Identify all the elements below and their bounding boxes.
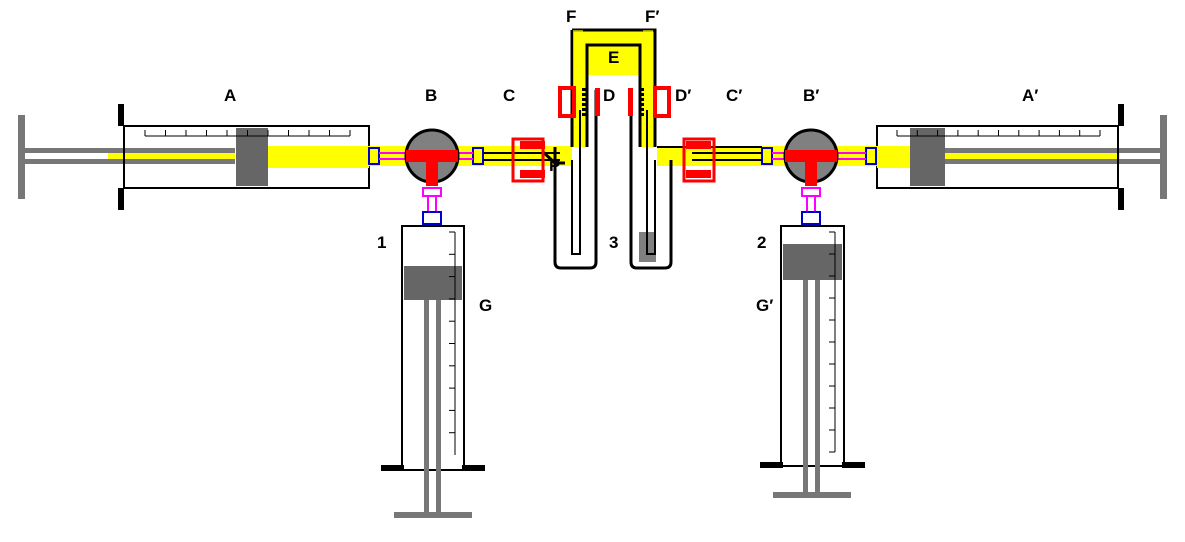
- label-c-prime: C′: [726, 86, 742, 105]
- labels: A B C D D′ C′ B′ A′ F F′ E P 1 3 2 G G′: [224, 7, 1038, 315]
- syringe-a-flange-top: [118, 104, 124, 126]
- valve-b-prime: [783, 128, 839, 225]
- syringe-a-rod-top: [25, 148, 235, 153]
- syringe-a-rod-fluid: [108, 153, 235, 159]
- syringe-a-fluid: [236, 146, 369, 168]
- a-to-b-connector: [368, 147, 380, 165]
- clamp-c-prime-top: [686, 141, 711, 149]
- valve-b-tube: [422, 187, 442, 197]
- clamp-d-right: [595, 88, 600, 116]
- right-connection: [657, 146, 877, 166]
- syringe-a-prime-plunger: [910, 128, 945, 186]
- label-a: A: [224, 86, 236, 105]
- syringe-g-prime-flange-left: [760, 462, 783, 468]
- valve-b: [404, 128, 460, 225]
- syringe-a-prime: [876, 104, 1167, 210]
- b-to-c-connector: [472, 147, 484, 165]
- label-c: C: [503, 86, 515, 105]
- syringe-g-prime-rod-left: [803, 280, 808, 492]
- syringe-g-prime-flange-right: [842, 462, 865, 468]
- left-test-tube-outer: [553, 90, 598, 270]
- syringe-a-prime-rod-bottom: [940, 159, 1160, 164]
- syringe-g-flange-left: [381, 465, 404, 471]
- label-f-prime: F′: [645, 7, 659, 26]
- label-3: 3: [609, 233, 618, 252]
- right-test-tube-inner: [646, 110, 656, 255]
- syringe-a-scale: [144, 130, 351, 137]
- label-g: G: [479, 296, 492, 315]
- syringe-g-scale: [449, 231, 456, 455]
- syringe-g-barrel: [401, 225, 465, 471]
- clamp-d-prime: [653, 86, 671, 118]
- syringe-g-prime-plunger: [783, 244, 842, 280]
- clamp-d: [558, 86, 576, 118]
- clamp-c-bottom: [520, 170, 545, 178]
- tube-f-prime-shade: [643, 30, 653, 90]
- syringe-a-thumb-plate: [18, 115, 25, 199]
- syringe-g-prime-barrel: [780, 225, 845, 467]
- label-b: B: [425, 86, 437, 105]
- clamp-c-prime-bottom: [686, 170, 711, 178]
- syringe-a-prime-flange-bottom: [1118, 188, 1124, 210]
- valve-b-connector: [422, 211, 442, 225]
- syringe-a-prime-rod-fluid: [940, 153, 1120, 159]
- syringe-a: [18, 104, 370, 210]
- syringe-g-plunger: [404, 266, 462, 300]
- valve-b-prime-connector: [801, 211, 821, 225]
- syringe-g-thumb-plate: [394, 512, 472, 518]
- syringe-a-prime-scale: [896, 130, 1101, 137]
- valve-b-prime-tube: [801, 187, 821, 197]
- clamp-c-prime: [682, 137, 716, 183]
- label-1: 1: [377, 233, 386, 252]
- b-prime-to-a-prime-connector: [865, 147, 877, 165]
- syringe-a-rod-bottom: [25, 159, 235, 164]
- syringe-g-prime-thumb-plate: [773, 492, 851, 498]
- syringe-a-prime-flange-top: [1118, 104, 1124, 126]
- label-valve-p: P: [549, 156, 560, 175]
- syringe-a-prime-thumb-plate: [1160, 115, 1167, 199]
- valve-b-prime-channel: [785, 150, 837, 186]
- left-test-tube-inner: [571, 110, 581, 255]
- clamp-c: [511, 137, 545, 183]
- label-a-prime: A′: [1022, 86, 1038, 105]
- label-b-prime: B′: [803, 86, 819, 105]
- syringe-g-flange-right: [462, 465, 485, 471]
- label-f: F: [566, 7, 576, 26]
- syringe-g: [381, 225, 485, 518]
- syringe-a-flange-bottom: [118, 188, 124, 210]
- syringe-g-prime-rod-right: [815, 280, 820, 492]
- syringe-g-rod-left: [424, 300, 429, 512]
- u-tube-apparatus: [511, 28, 716, 270]
- syringe-g-rod-right: [436, 300, 441, 512]
- bridge-fluid: [572, 30, 655, 147]
- label-g-prime: G′: [756, 296, 773, 315]
- syringe-a-prime-fluid: [877, 146, 910, 168]
- syringe-a-plunger: [236, 128, 268, 186]
- tube-f-shade: [573, 30, 583, 90]
- label-2: 2: [757, 233, 766, 252]
- syringe-g-prime-scale: [829, 231, 836, 453]
- c-prime-to-b-prime-connector: [761, 147, 773, 165]
- valve-b-channel: [406, 150, 458, 186]
- syringe-g-prime: [760, 225, 865, 498]
- label-d-prime: D′: [675, 86, 691, 105]
- right-test-tube-outer: [629, 90, 673, 270]
- clamp-d-prime-left: [628, 88, 633, 116]
- clamp-c-top: [520, 141, 545, 149]
- label-e: E: [608, 48, 619, 67]
- label-d: D: [603, 86, 615, 105]
- syringe-a-prime-rod-top: [940, 148, 1160, 153]
